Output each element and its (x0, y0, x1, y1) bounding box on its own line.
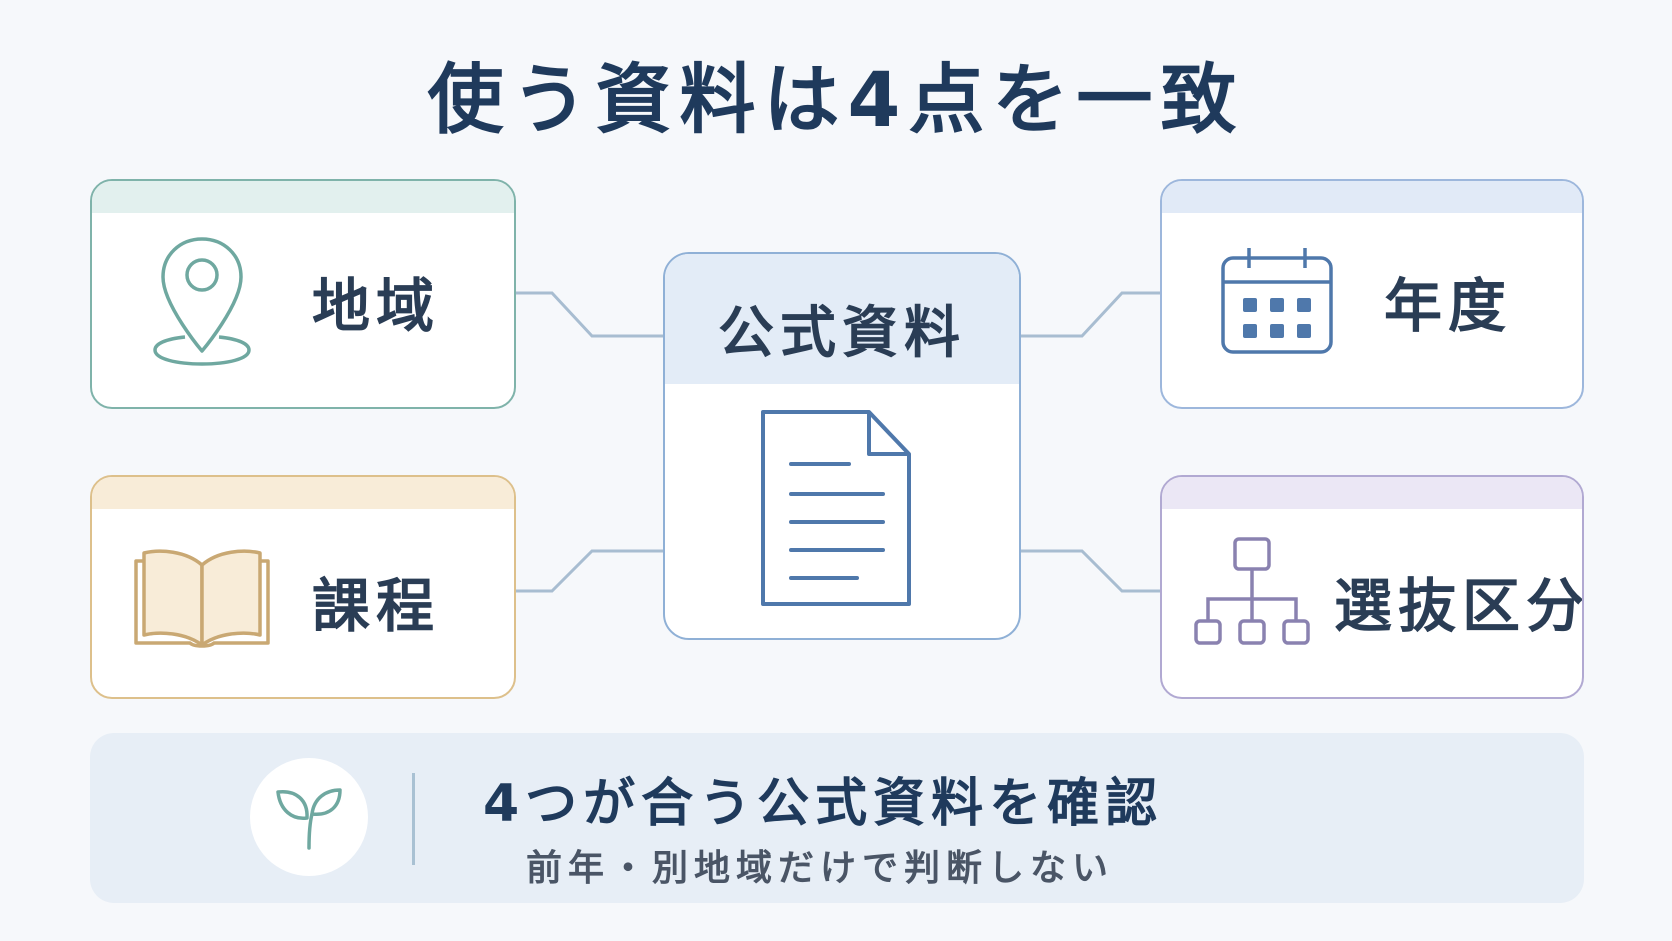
region-label: 地域 (312, 272, 441, 340)
sprout-icon (276, 788, 342, 850)
card-header-strip (92, 477, 514, 509)
document-icon (761, 410, 911, 606)
year-label: 年度 (1384, 272, 1513, 340)
footer-main-text: 4つが合う公式資料を確認 (483, 774, 1164, 834)
card-selection: 選抜区分 (1160, 475, 1584, 699)
card-header (665, 254, 1019, 384)
card-header-strip (92, 181, 514, 213)
location-pin-icon (153, 237, 251, 366)
selection-label: 選抜区分 (1334, 572, 1584, 640)
footer-divider (412, 773, 415, 865)
hierarchy-icon (1194, 537, 1310, 645)
card-year: 年度 (1160, 179, 1584, 409)
footer-note: 4つが合う公式資料を確認 前年・別地域だけで判断しない (90, 733, 1584, 903)
page-title: 使う資料は4点を一致 (427, 55, 1245, 144)
card-header-strip (1162, 477, 1582, 509)
footer-sub-text: 前年・別地域だけで判断しない (526, 848, 1115, 889)
calendar-icon (1221, 248, 1333, 354)
open-book-icon (134, 549, 270, 648)
card-course: 課程 (90, 475, 516, 699)
card-region: 地域 (90, 179, 516, 409)
official-label: 公式資料 (718, 301, 966, 366)
sprout-badge (250, 758, 368, 876)
card-official-document: 公式資料 (663, 252, 1021, 640)
course-label: 課程 (312, 572, 441, 640)
card-header-strip (1162, 181, 1582, 213)
